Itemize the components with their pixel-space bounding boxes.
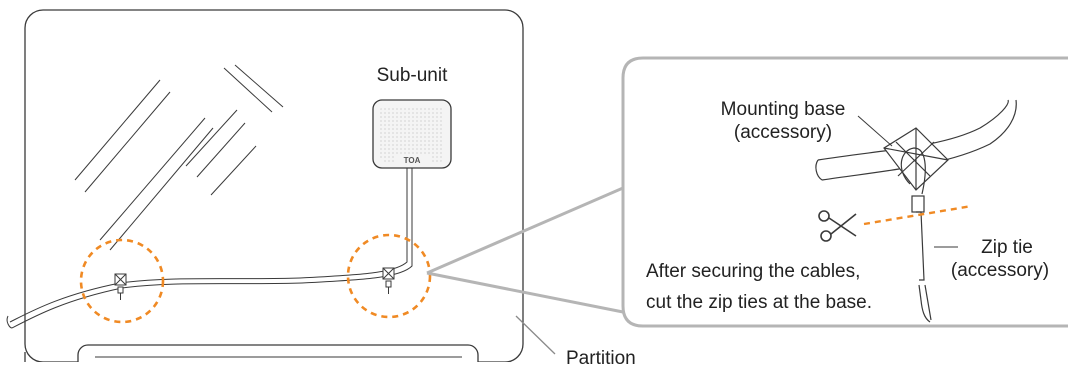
partition-label: Partition	[566, 348, 636, 369]
zip-tie-label-line2: (accessory)	[950, 260, 1050, 281]
sub-unit-label: Sub-unit	[376, 65, 448, 86]
instruction-line2: cut the zip ties at the base.	[646, 292, 873, 313]
instruction-text: After securing the cables, cut the zip t…	[646, 260, 872, 314]
callout-box	[621, 56, 1068, 328]
leader-partition	[515, 315, 556, 355]
highlight-circle-right	[346, 233, 432, 319]
sub-unit-speaker: TOA	[372, 99, 452, 169]
detail-mounting-base	[883, 127, 949, 191]
mounting-base-label-line2: (accessory)	[733, 122, 833, 143]
cable	[6, 168, 413, 329]
leader-mounting-base	[857, 115, 893, 147]
glass-reflection-lines	[74, 64, 284, 251]
callout-connector	[426, 186, 624, 314]
detail-zip-tie	[900, 147, 932, 323]
cut-line	[863, 204, 973, 226]
zip-tie-label-line1: Zip tie	[981, 237, 1033, 258]
mounting-base-right	[382, 267, 395, 294]
partition-panel	[24, 9, 524, 363]
zip-tie-label: Zip tie (accessory)	[936, 236, 1064, 282]
mounting-base-label-line1: Mounting base	[720, 99, 846, 120]
mounting-base-label: Mounting base (accessory)	[688, 98, 878, 144]
mounting-base-left	[114, 273, 127, 300]
sub-unit-logo: TOA	[404, 156, 421, 165]
detail-cable	[815, 99, 1017, 181]
highlight-circle-left	[79, 238, 165, 324]
instruction-line1: After securing the cables,	[646, 261, 861, 282]
scissors-icon	[818, 210, 857, 242]
